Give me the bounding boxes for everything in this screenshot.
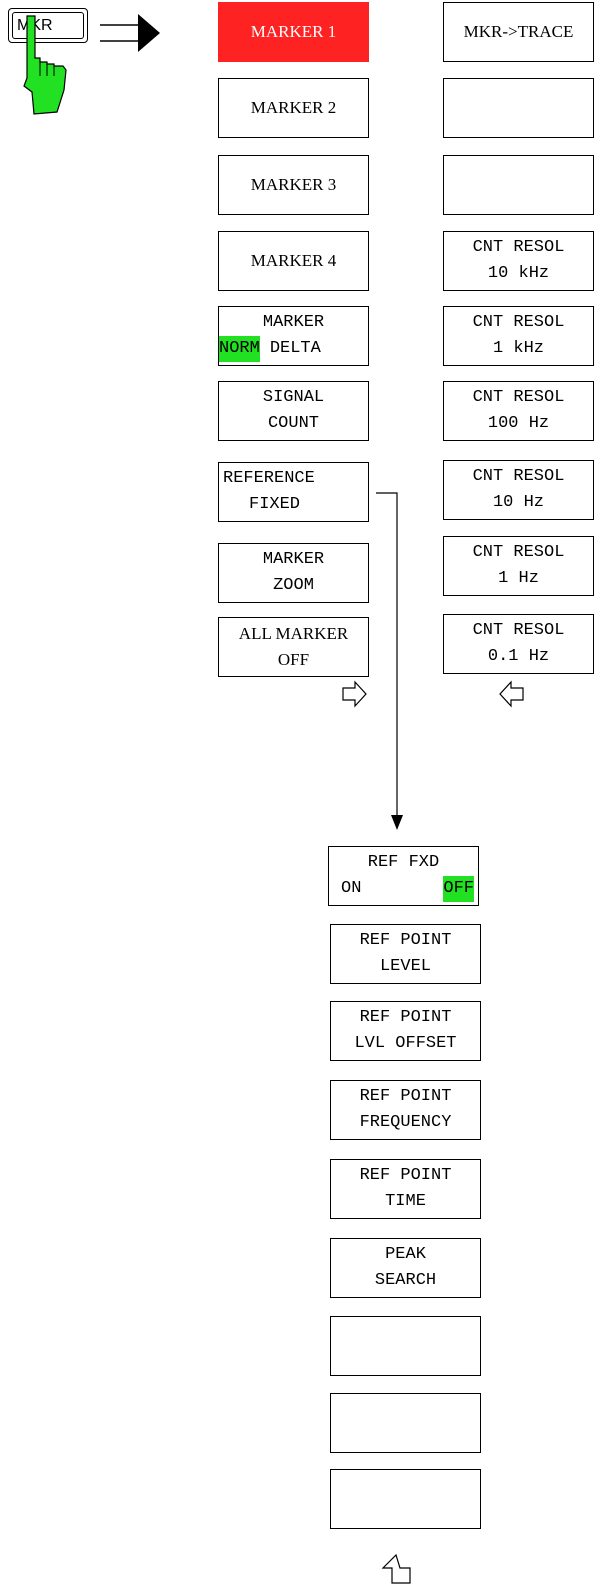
softkey-cnt-resol-10khz[interactable]: CNT RESOL 10 kHz — [443, 231, 594, 291]
softkey-label-line1: CNT RESOL — [472, 388, 565, 407]
softkey-label-line2: FREQUENCY — [359, 1113, 452, 1132]
softkey-label-line1: CNT RESOL — [472, 543, 565, 562]
softkey-label-line1: REF POINT — [359, 1008, 452, 1027]
softkey-label: MARKER 2 — [250, 98, 337, 117]
page-arrow-up-icon — [381, 1553, 411, 1584]
softkey-label-line2: LEVEL — [379, 957, 431, 976]
softkey-empty-5[interactable] — [330, 1469, 481, 1529]
softkey-cnt-resol-1hz[interactable]: CNT RESOL 1 Hz — [443, 536, 594, 596]
softkey-label: MARKER 1 — [250, 22, 337, 41]
softkey-label-line1: MARKER — [262, 550, 325, 569]
softkey-empty-4[interactable] — [330, 1393, 481, 1453]
softkey-label-line2: OFF — [277, 650, 310, 669]
softkey-label-line1: CNT RESOL — [472, 313, 565, 332]
softkey-label-line2: FIXED — [249, 495, 301, 514]
softkey-label: MARKER 4 — [250, 251, 337, 270]
softkey-empty-3[interactable] — [330, 1316, 481, 1376]
softkey-label: REF FXD — [367, 853, 440, 872]
softkey-label-line1: REF POINT — [359, 931, 452, 950]
softkey-marker-norm-delta[interactable]: MARKER NORM DELTA — [218, 306, 369, 366]
softkey-label-line1: PEAK — [385, 1245, 426, 1264]
softkey-label-line2: SEARCH — [374, 1271, 437, 1290]
softkey-label-line1: SIGNAL — [262, 388, 325, 407]
option-delta: DELTA — [269, 339, 321, 358]
submenu-connector — [376, 492, 403, 830]
softkey-reference-fixed[interactable]: REFERENCE FIXED — [218, 462, 369, 522]
softkey-label: MARKER 3 — [250, 175, 337, 194]
softkey-label-line2: 10 Hz — [492, 493, 544, 512]
softkey-label-line2: 10 kHz — [487, 264, 550, 283]
softkey-label-line2: 1 Hz — [498, 569, 539, 588]
softkey-marker-1[interactable]: MARKER 1 — [218, 2, 369, 62]
softkey-label: MKR->TRACE — [463, 22, 574, 41]
option-on: ON — [341, 879, 362, 898]
softkey-label-line1: CNT RESOL — [472, 238, 565, 257]
softkey-label-line2: ZOOM — [273, 576, 314, 595]
softkey-ref-fxd-on-off[interactable]: REF FXD ON OFF — [328, 846, 479, 906]
softkey-ref-point-time[interactable]: REF POINT TIME — [330, 1159, 481, 1219]
softkey-marker-4[interactable]: MARKER 4 — [218, 231, 369, 291]
big-arrow-right-icon — [100, 14, 160, 52]
softkey-label-line1: CNT RESOL — [472, 467, 565, 486]
softkey-label-line1: ALL MARKER — [238, 624, 349, 643]
softkey-label-line1: REF POINT — [359, 1087, 452, 1106]
softkey-signal-count[interactable]: SIGNAL COUNT — [218, 381, 369, 441]
softkey-empty-1[interactable] — [443, 78, 594, 138]
softkey-cnt-resol-100hz[interactable]: CNT RESOL 100 Hz — [443, 381, 594, 441]
softkey-label-line2: 100 Hz — [487, 414, 550, 433]
option-norm-selected: NORM — [219, 336, 260, 362]
softkey-label: MARKER — [262, 313, 325, 332]
softkey-empty-2[interactable] — [443, 155, 594, 215]
softkey-ref-point-lvl-offset[interactable]: REF POINT LVL OFFSET — [330, 1001, 481, 1061]
softkey-marker-3[interactable]: MARKER 3 — [218, 155, 369, 215]
softkey-label-line2: LVL OFFSET — [354, 1034, 457, 1053]
softkey-label-line1: REFERENCE — [223, 469, 315, 488]
next-page-arrow-right-icon — [342, 680, 367, 708]
softkey-marker-2[interactable]: MARKER 2 — [218, 78, 369, 138]
softkey-ref-point-frequency[interactable]: REF POINT FREQUENCY — [330, 1080, 481, 1140]
softkey-peak-search[interactable]: PEAK SEARCH — [330, 1238, 481, 1298]
softkey-label-line2: 0.1 Hz — [487, 647, 550, 666]
softkey-label-line2: COUNT — [267, 414, 319, 433]
softkey-cnt-resol-0-1hz[interactable]: CNT RESOL 0.1 Hz — [443, 614, 594, 674]
mkr-hardkey[interactable]: MKR — [8, 8, 88, 43]
softkey-label-line1: CNT RESOL — [472, 621, 565, 640]
option-off-selected: OFF — [443, 876, 474, 902]
softkey-marker-zoom[interactable]: MARKER ZOOM — [218, 543, 369, 603]
softkey-label-line1: REF POINT — [359, 1166, 452, 1185]
pointing-hand-icon — [23, 15, 67, 115]
softkey-label-line2: TIME — [385, 1192, 426, 1211]
softkey-mkr-to-trace[interactable]: MKR->TRACE — [443, 2, 594, 62]
softkey-ref-point-level[interactable]: REF POINT LEVEL — [330, 924, 481, 984]
softkey-cnt-resol-1khz[interactable]: CNT RESOL 1 kHz — [443, 306, 594, 366]
softkey-all-marker-off[interactable]: ALL MARKER OFF — [218, 617, 369, 677]
softkey-cnt-resol-10hz[interactable]: CNT RESOL 10 Hz — [443, 460, 594, 520]
prev-page-arrow-left-icon — [499, 680, 524, 708]
softkey-label-line2: 1 kHz — [492, 339, 544, 358]
